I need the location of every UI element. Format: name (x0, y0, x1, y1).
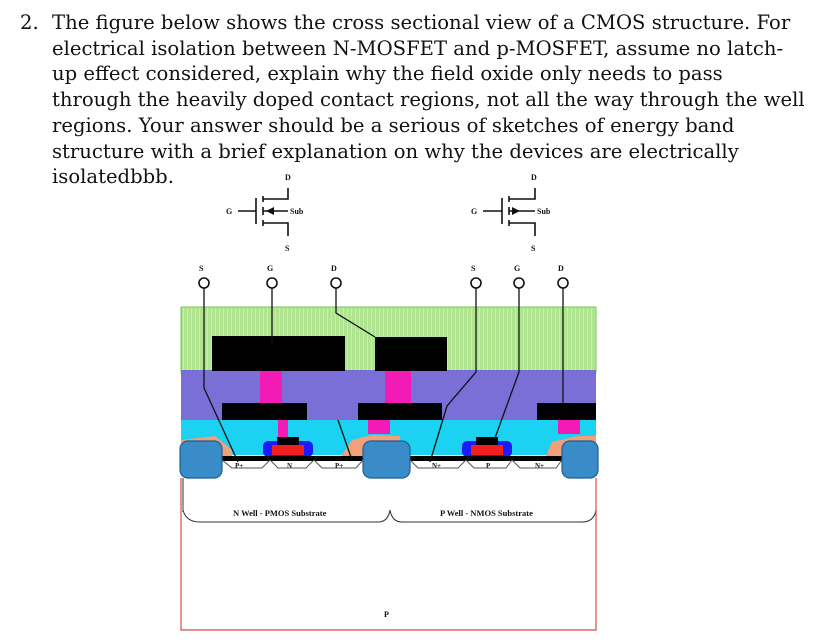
n-channel-region (269, 459, 315, 469)
terminal-circles (198, 277, 569, 289)
connection-wires (203, 288, 564, 463)
p-channel-region (465, 459, 513, 469)
p-substrate-label: P (384, 610, 389, 619)
n-plus-left-region (409, 459, 467, 469)
right-terminal-d: D (558, 264, 564, 273)
nmos-symbol (483, 188, 536, 236)
n-plus-left-label: N+ (432, 462, 441, 470)
p-channel-label: P (486, 462, 491, 470)
pmos-gate-cap (277, 437, 299, 445)
p-plus-left-label: P+ (235, 462, 243, 470)
metal-top-left (212, 336, 345, 371)
right-terminal-g: G (514, 264, 520, 273)
pwell-bracket (389, 509, 597, 523)
contact-left (278, 420, 288, 438)
left-terminal-d: D (331, 264, 337, 273)
pmos-symbol (238, 188, 289, 236)
nmos-substrate-label: Sub (537, 207, 551, 216)
pmos-gate-red (272, 445, 304, 455)
contact-right (558, 420, 580, 434)
p-substrate-outline (180, 478, 597, 631)
p-plus-right-label: P+ (335, 462, 343, 470)
p-plus-left-region (221, 459, 271, 469)
left-terminal-s: S (199, 264, 204, 273)
p-plus-right-region (313, 459, 364, 469)
right-source-terminal (470, 277, 482, 289)
n-plus-right-label: N+ (535, 462, 544, 470)
pwell-label: P Well - NMOS Substrate (440, 508, 533, 518)
nwell-bracket (182, 509, 391, 523)
via-left (260, 371, 282, 404)
metal-mid-right (537, 403, 596, 420)
pmos-source-label: S (285, 244, 290, 253)
nmos-gate-red (471, 445, 503, 455)
pmos-drain-label: D (285, 173, 291, 182)
right-gate-terminal (513, 277, 525, 289)
nmos-gate-label: G (471, 207, 477, 216)
n-plus-right-region (511, 459, 563, 469)
nmos-drain-label: D (531, 173, 537, 182)
right-drain-terminal (557, 277, 569, 289)
left-gate-terminal (266, 277, 278, 289)
via-right (385, 371, 411, 404)
metal-top-right (375, 337, 447, 371)
left-source-terminal (198, 277, 210, 289)
field-oxide-right (561, 440, 599, 479)
field-oxide-left (179, 440, 223, 479)
metal-mid-left (222, 403, 307, 420)
nmos-gate-cap (476, 437, 498, 445)
left-drain-terminal (330, 277, 342, 289)
n-channel-label: N (287, 462, 292, 470)
question-text: The figure below shows the cross section… (52, 11, 805, 189)
pmos-substrate-label: Sub (290, 207, 304, 216)
right-terminal-s: S (471, 264, 476, 273)
pmos-gate-label: G (226, 207, 232, 216)
field-oxide-center (362, 440, 411, 479)
question-number: 2. (20, 11, 39, 34)
nwell-label: N Well - PMOS Substrate (233, 508, 327, 518)
metal-mid-center (358, 403, 442, 420)
nmos-source-label: S (531, 244, 536, 253)
contact-center (368, 420, 390, 434)
left-terminal-g: G (267, 264, 273, 273)
